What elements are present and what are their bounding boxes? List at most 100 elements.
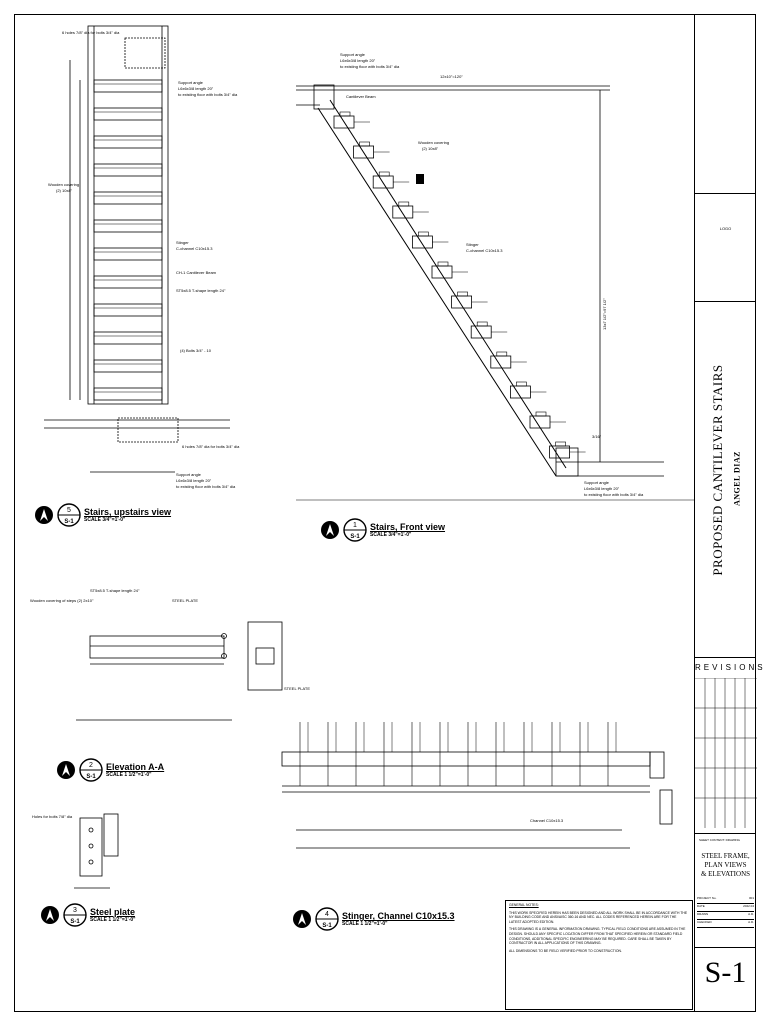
support-angle-label-2: L6x6x3/8 length 20" (178, 86, 214, 91)
tshape-label: ST5x8.5 T-shape length 24" (176, 288, 226, 293)
st-tshape-label: ST5x8.5 T-shape length 24" (90, 588, 140, 593)
view-title: Stairs, upstairs view (84, 507, 172, 517)
view-scale: SCALE 3/4"=1'-0" (370, 532, 412, 538)
cantilever-beam-label: Cantilever Beam (346, 94, 376, 99)
revisions-cell: REVISIONS (695, 658, 763, 834)
view-1-front (296, 84, 694, 501)
view-3-steel-plate (74, 813, 119, 889)
sheet-title-line: STEEL FRAME, (701, 852, 750, 860)
bolts-label: (4) Bolts 3/4" - 10 (180, 348, 212, 353)
tread-front (372, 175, 394, 189)
front-support-label-2: L6x6x3/8 length 20" (340, 58, 376, 63)
notes-paragraph: THIS DRAWING IS A GENERAL INFORMATION DR… (509, 927, 686, 946)
support-angle-bottom: Support angle (176, 472, 202, 477)
front-support-label-3: to existing floor with bolts 3/4" dia (340, 64, 400, 69)
channel-section-detail (659, 789, 673, 825)
vertical-dimension: 13x7 1/2"=97 1/2" (602, 298, 607, 330)
meta-row: PROJECT No.001 (697, 896, 754, 904)
tread-plan (93, 331, 163, 345)
tread-bracket (555, 441, 566, 447)
tread-front (392, 205, 414, 219)
front-treads (333, 111, 586, 459)
channel-elevation (281, 751, 651, 767)
upstairs-treads (93, 79, 163, 401)
notes-paragraph: THIS WORK SPECIFIED HEREIN HAS BEEN DESI… (509, 910, 688, 924)
svg-text:1: 1 (353, 522, 357, 529)
view-title: Steel plate (90, 907, 136, 917)
view-title: Stairs, Front view (370, 522, 446, 532)
bottom-support-angle (555, 447, 579, 477)
tread-bracket (496, 351, 508, 357)
tread-front (411, 235, 433, 249)
general-notes: GENERAL NOTES: THIS WORK SPECIFIED HEREI… (505, 900, 693, 1010)
title-block: LOGO PROPOSED CANTILEVER STAIRS ANGEL DI… (694, 14, 763, 1012)
sheet-title: STEEL FRAME, PLAN VIEWS & ELEVATIONS (695, 852, 756, 879)
top-dimension: 12x10"=120" (440, 74, 463, 79)
steel-plate-label-2: STEEL PLATE (284, 686, 310, 691)
project-title: PROPOSED CANTILEVER STAIRS (710, 364, 725, 576)
caption-view-5: 5 S-1 Stairs, upstairs view SCALE 3/4"=1… (34, 500, 171, 530)
svg-text:S-1: S-1 (64, 519, 74, 525)
svg-text:S-1: S-1 (86, 774, 96, 780)
stinger-plan-outline (87, 25, 169, 405)
front-support-label: Support angle (340, 52, 366, 57)
dim-3-16: 3/16" (592, 434, 602, 439)
bolt-symbol (221, 633, 227, 639)
plate-outline (79, 817, 103, 877)
stringer-bottom-edge (317, 107, 557, 477)
sheet-title-line: PLAN VIEWS (704, 861, 747, 869)
flag-marker (416, 174, 424, 184)
sheet-number-cell: S-1 (695, 948, 756, 1012)
svg-text:2: 2 (89, 762, 93, 769)
plate-detail (255, 647, 275, 665)
tread-elevation (89, 635, 225, 659)
support-angle-label-3: to existing floor with bolts 3/4" dia (178, 92, 238, 97)
sheet-content-label: SHEET CONTENT: DRAWING (699, 838, 741, 842)
caption-view-1: 1 S-1 Stairs, Front view SCALE 3/4"=1'-0… (320, 515, 445, 545)
front-wooden-label-2: (2) 10x8" (422, 146, 439, 151)
sheet-content-cell: SHEET CONTENT: DRAWING STEEL FRAME, PLAN… (695, 834, 756, 948)
svg-text:3: 3 (73, 907, 77, 914)
stinger-label: Stinger (176, 240, 189, 245)
front-bottom-support-2: L6x6x3/8 length 20" (584, 486, 620, 491)
support-angle-bottom-2: L6x6x3/8 length 20" (176, 478, 212, 483)
channel-end-detail (649, 751, 665, 779)
caption-view-3: 3 S-1 Steel plate SCALE 1 1/2"=1'-0" (40, 900, 136, 930)
front-bottom-support-3: to existing floor with bolts 3/4" dia (584, 492, 644, 497)
view-marker-icon (321, 521, 339, 539)
sheet-title-line: & ELEVATIONS (700, 870, 751, 878)
view-number-bubble: 5 S-1 (57, 503, 81, 527)
view-scale: SCALE 1 1/2"=1'-0" (106, 772, 152, 778)
steel-plate-label: STEEL PLATE (172, 598, 198, 603)
view-4-stinger-channel (281, 751, 673, 849)
tread-front (451, 295, 473, 309)
bolt-symbol (221, 653, 227, 659)
tread-plan (93, 135, 163, 149)
front-wooden-label: Wooden covering (418, 140, 449, 145)
view-number-bubble: 1 S-1 (343, 518, 367, 542)
top-support-angle (313, 84, 335, 110)
tread-plan (93, 79, 163, 93)
view-number-bubble: 4 S-1 (315, 907, 339, 931)
channel-label: Channel C10x15.3 (530, 818, 564, 823)
sheet-number: S-1 (704, 956, 747, 989)
stringer-top-edge (329, 99, 567, 469)
revisions-grid (695, 678, 757, 828)
front-stinger-label-2: C-channel C10x15.3 (466, 248, 503, 253)
tread-bracket (339, 111, 351, 117)
tread-bracket (418, 231, 429, 237)
tread-plan (93, 163, 163, 177)
tread-plan (93, 359, 163, 373)
tread-bracket (476, 321, 488, 327)
holes-label: Holes for bolts 7/8" dia (32, 814, 73, 819)
view-scale: SCALE 3/4"=1'-0" (84, 517, 126, 523)
svg-text:S-1: S-1 (322, 923, 332, 929)
wooden-covering-label-2: (2) 10x8" (56, 188, 73, 193)
front-stinger-label: Stinger (466, 242, 479, 247)
logo-placeholder: LOGO (719, 226, 732, 231)
bolts-bottom-label: 6 holes 7/8" dia for bolts 3/4" dia (182, 444, 240, 449)
front-bottom-support: Support angle (584, 480, 610, 485)
bottom-support-plate (117, 417, 179, 443)
